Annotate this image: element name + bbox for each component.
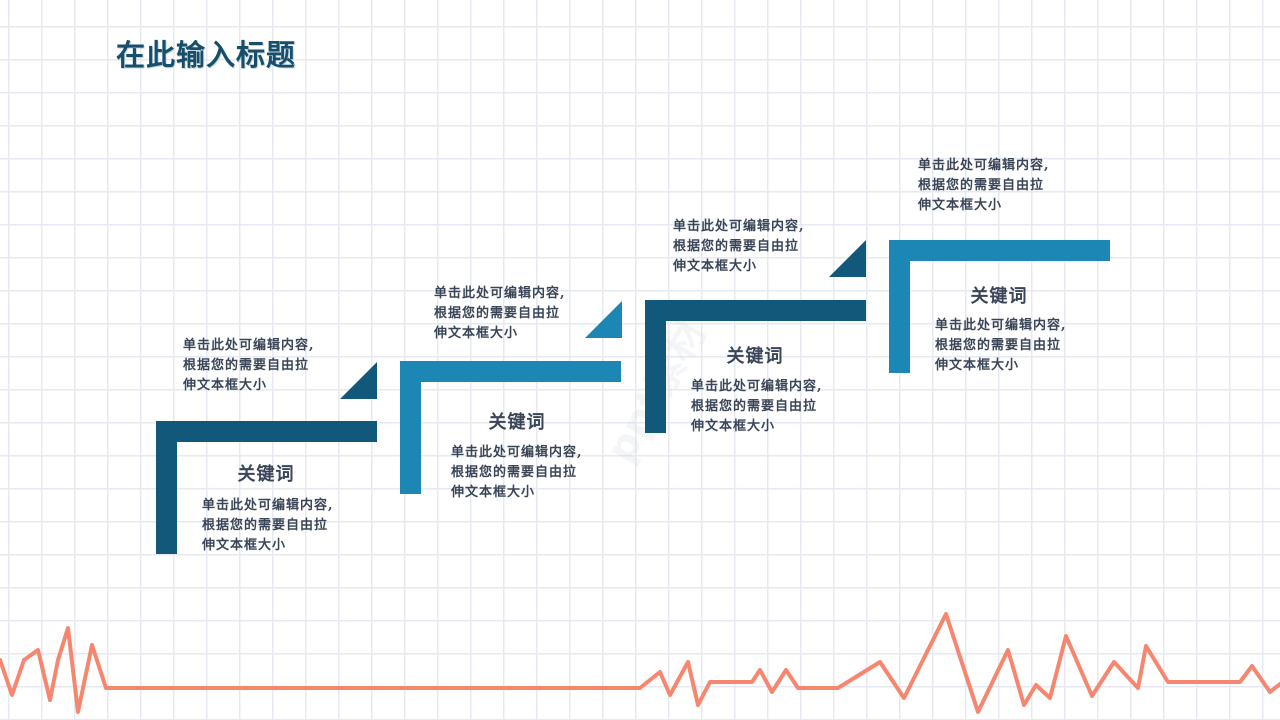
page-title: 在此输入标题	[116, 38, 297, 72]
step-1-fold-triangle	[340, 362, 377, 399]
step-1-horizontal-bar	[156, 421, 377, 442]
step-1-vertical-bar	[156, 421, 177, 554]
step-2-horizontal-bar	[400, 361, 621, 382]
ecg-line-decoration	[0, 612, 1280, 714]
step-1-body-text: 单击此处可编辑内容, 根据您的需要自由拉 伸文本框大小	[202, 498, 334, 553]
step-3-fold-triangle	[829, 240, 866, 277]
step-2-fold-triangle	[585, 301, 622, 338]
step-3-keyword: 关键词	[726, 346, 784, 367]
step-2-keyword: 关键词	[488, 412, 546, 433]
step-4-horizontal-bar	[889, 240, 1110, 261]
step-3-vertical-bar	[645, 300, 666, 433]
step-2-top-text: 单击此处可编辑内容, 根据您的需要自由拉 伸文本框大小	[434, 286, 566, 341]
step-1-top-text: 单击此处可编辑内容, 根据您的需要自由拉 伸文本框大小	[183, 338, 315, 393]
step-4-keyword: 关键词	[970, 286, 1028, 307]
step-2-body-text: 单击此处可编辑内容, 根据您的需要自由拉 伸文本框大小	[451, 445, 583, 500]
step-3-body-text: 单击此处可编辑内容, 根据您的需要自由拉 伸文本框大小	[691, 379, 823, 434]
step-4-top-text: 单击此处可编辑内容, 根据您的需要自由拉 伸文本框大小	[918, 158, 1050, 213]
step-3-horizontal-bar	[645, 300, 866, 321]
step-4-vertical-bar	[889, 240, 910, 373]
step-2-vertical-bar	[400, 361, 421, 494]
step-1-keyword: 关键词	[237, 464, 295, 485]
step-3-top-text: 单击此处可编辑内容, 根据您的需要自由拉 伸文本框大小	[673, 219, 805, 274]
step-4-body-text: 单击此处可编辑内容, 根据您的需要自由拉 伸文本框大小	[935, 318, 1067, 373]
